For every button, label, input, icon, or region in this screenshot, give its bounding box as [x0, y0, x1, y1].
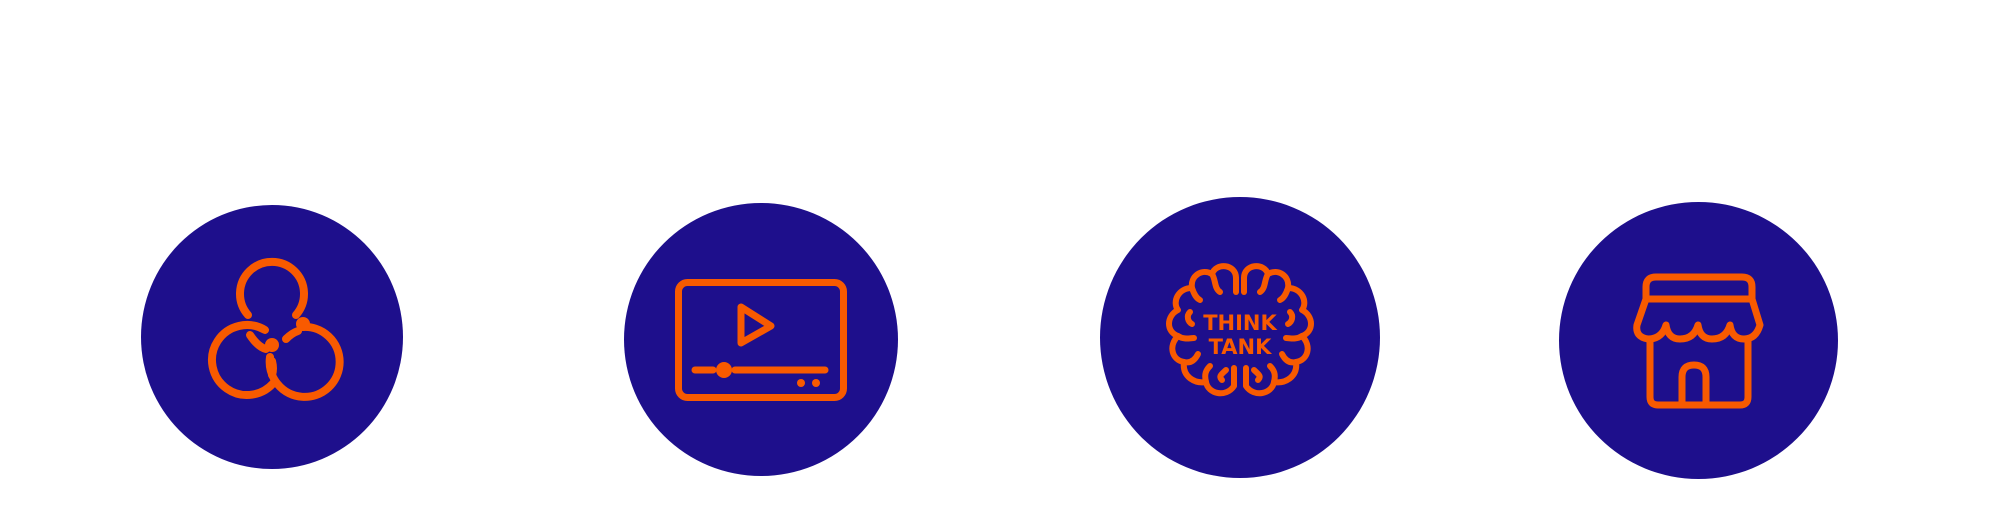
- tank-label: TANK: [1209, 335, 1273, 359]
- venn-badge: [141, 205, 403, 469]
- video-player-icon: [675, 278, 847, 401]
- three-overlapping-circles-icon: [208, 257, 344, 401]
- store-badge: [1559, 202, 1838, 479]
- think-tank-badge: THINK TANK: [1100, 197, 1380, 478]
- video-badge: [624, 203, 898, 476]
- brain-icon: THINK TANK: [1166, 262, 1314, 396]
- think-label: THINK: [1203, 311, 1277, 335]
- storefront-icon: [1632, 273, 1763, 408]
